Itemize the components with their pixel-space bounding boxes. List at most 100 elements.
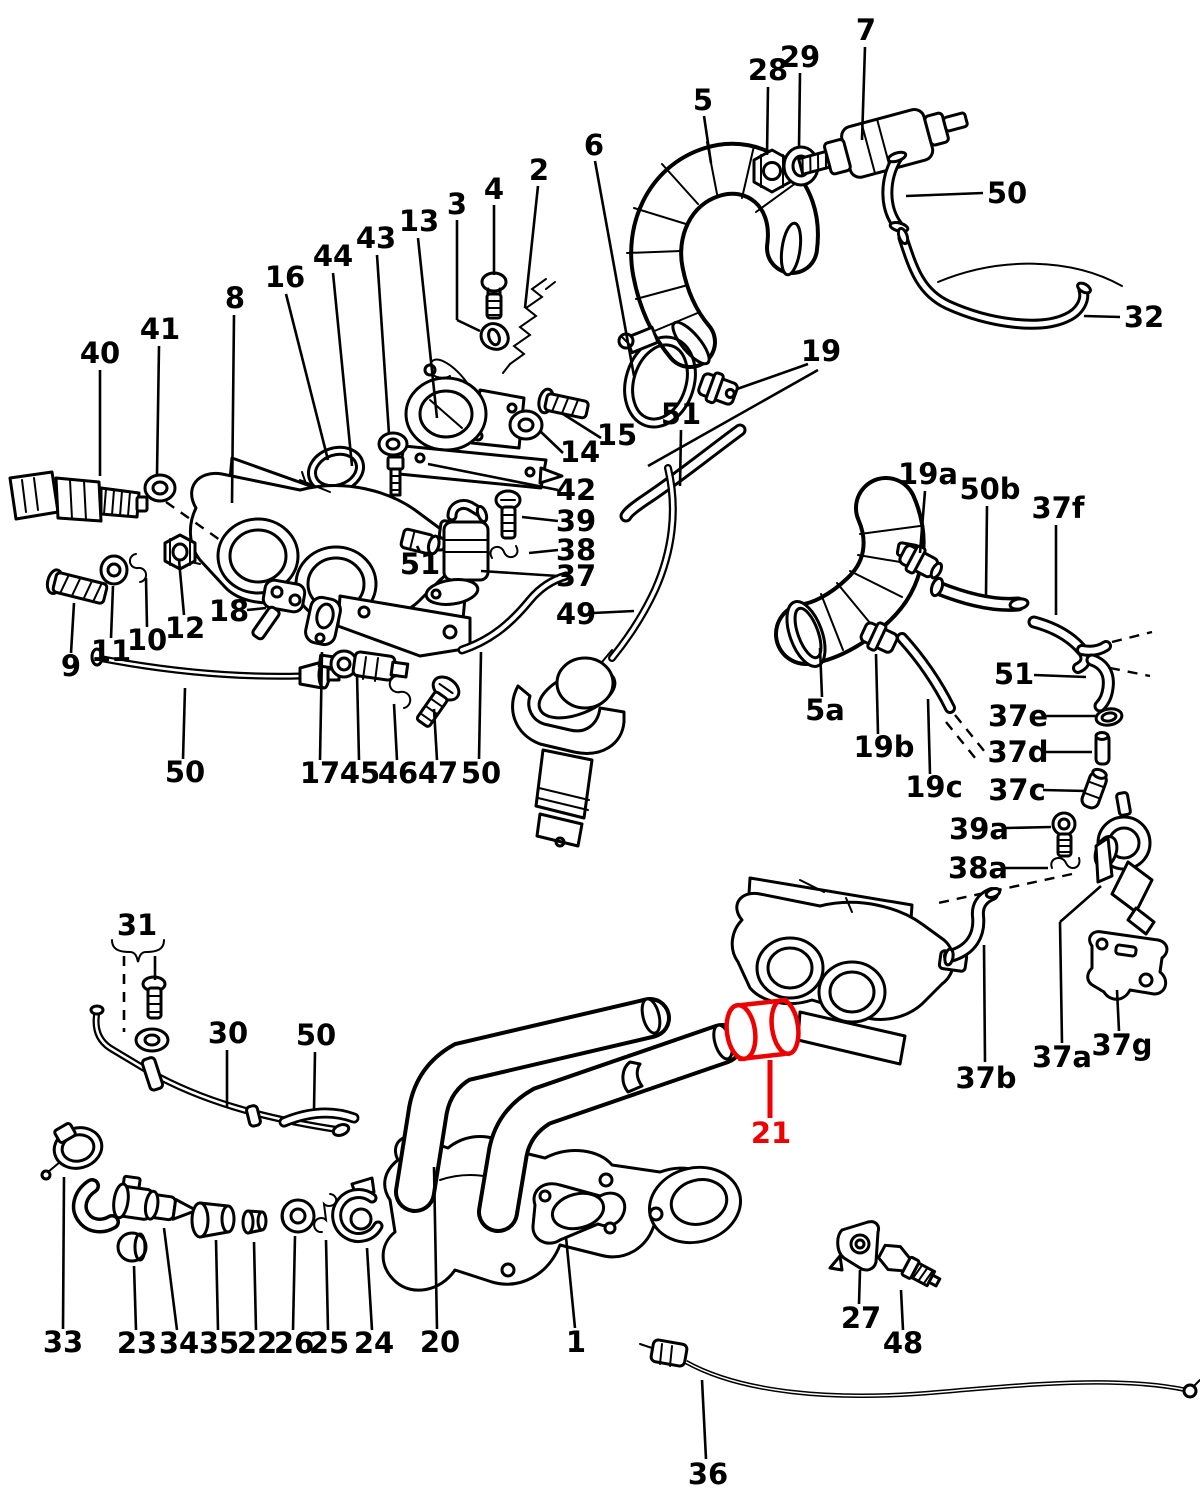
part-label-17[interactable]: 17 xyxy=(300,756,340,790)
part-label-12[interactable]: 12 xyxy=(165,611,205,645)
part-label-24[interactable]: 24 xyxy=(354,1326,394,1360)
part-label-37c[interactable]: 37c xyxy=(988,773,1046,807)
part-label-43[interactable]: 43 xyxy=(356,221,396,255)
part-label-16[interactable]: 16 xyxy=(265,260,305,294)
part-label-35[interactable]: 35 xyxy=(199,1326,239,1360)
part-label-6[interactable]: 6 xyxy=(584,128,604,162)
highlighted-sleeve-21-drawing[interactable] xyxy=(723,997,801,1062)
part-label-49[interactable]: 49 xyxy=(556,597,596,631)
throttle-body-13-drawing xyxy=(397,358,564,490)
hose-49-drawing xyxy=(608,464,677,662)
part-label-47[interactable]: 47 xyxy=(418,756,458,790)
part-label-42[interactable]: 42 xyxy=(556,473,596,507)
part-label-50-top-right[interactable]: 50 xyxy=(987,176,1027,210)
part-label-19a[interactable]: 19a xyxy=(898,457,958,491)
leader-line-22 xyxy=(252,1241,258,1331)
leader-line-15 xyxy=(562,412,602,440)
bracket-37g-drawing xyxy=(1086,930,1169,1001)
leader-line-37a xyxy=(1059,885,1102,923)
part-label-37b[interactable]: 37b xyxy=(955,1061,1016,1095)
part-label-51-right[interactable]: 51 xyxy=(994,657,1034,691)
part-label-21-highlighted[interactable]: 21 xyxy=(751,1116,791,1150)
part-label-31[interactable]: 31 xyxy=(117,908,157,942)
leader-line-6 xyxy=(593,160,636,377)
part-label-48[interactable]: 48 xyxy=(883,1326,923,1360)
leader-line-17 xyxy=(318,651,324,761)
leader-line-28 xyxy=(765,86,770,156)
part-label-39[interactable]: 39 xyxy=(556,504,596,538)
leader-line-16 xyxy=(284,293,330,461)
part-label-45[interactable]: 45 xyxy=(340,756,380,790)
part-label-25[interactable]: 25 xyxy=(309,1326,349,1360)
part-label-33[interactable]: 33 xyxy=(43,1325,83,1359)
part-label-11[interactable]: 11 xyxy=(91,634,131,668)
part-label-44[interactable]: 44 xyxy=(313,239,353,273)
part-label-37d[interactable]: 37d xyxy=(987,735,1048,769)
elbow-hose-51-right-drawing xyxy=(1085,653,1115,713)
part-label-18[interactable]: 18 xyxy=(209,594,249,628)
part-label-39a[interactable]: 39a xyxy=(949,812,1009,846)
seal-26-drawing xyxy=(280,1198,316,1234)
part-label-32[interactable]: 32 xyxy=(1124,300,1164,334)
part-label-51-top-center[interactable]: 51 xyxy=(661,397,701,431)
part-label-15[interactable]: 15 xyxy=(597,418,637,452)
leader-line-14 xyxy=(539,430,564,454)
part-label-14[interactable]: 14 xyxy=(560,435,600,469)
leader-line-39a xyxy=(1005,825,1052,830)
part-label-37a[interactable]: 37a xyxy=(1032,1040,1092,1074)
exploded-view-artwork xyxy=(8,108,1200,1399)
part-label-37g[interactable]: 37g xyxy=(1091,1028,1152,1062)
part-label-5a[interactable]: 5a xyxy=(805,693,845,727)
part-label-19c[interactable]: 19c xyxy=(905,770,963,804)
part-label-8[interactable]: 8 xyxy=(225,281,245,315)
part-label-50-mid[interactable]: 50 xyxy=(461,756,501,790)
part-label-7[interactable]: 7 xyxy=(856,13,876,47)
part-label-4[interactable]: 4 xyxy=(484,172,504,206)
part-label-50b[interactable]: 50b xyxy=(959,472,1020,506)
part-label-37f[interactable]: 37f xyxy=(1032,491,1085,525)
tube-37c-drawing xyxy=(1080,767,1108,810)
part-label-5[interactable]: 5 xyxy=(693,83,713,117)
leader-line-45 xyxy=(355,673,361,761)
part-label-10[interactable]: 10 xyxy=(127,623,167,657)
part-label-28[interactable]: 28 xyxy=(748,53,788,87)
part-label-23[interactable]: 23 xyxy=(117,1326,157,1360)
part-label-22[interactable]: 22 xyxy=(237,1326,277,1360)
part-label-38a[interactable]: 38a xyxy=(948,851,1008,885)
corrugated-elbow-5a-drawing xyxy=(774,476,926,668)
part-label-50-bottom[interactable]: 50 xyxy=(296,1018,336,1052)
nut-28-drawing xyxy=(752,148,792,194)
seal-washer-41-drawing xyxy=(143,473,221,541)
part-label-20[interactable]: 20 xyxy=(420,1325,460,1359)
sensor-cable-36-drawing xyxy=(639,1338,1200,1399)
tube-37d-drawing xyxy=(1094,731,1111,766)
part-label-9[interactable]: 9 xyxy=(61,649,81,683)
part-label-30[interactable]: 30 xyxy=(208,1016,248,1050)
part-label-37e[interactable]: 37e xyxy=(988,699,1048,733)
leader-line-7 xyxy=(860,46,867,141)
part-label-27[interactable]: 27 xyxy=(841,1301,881,1335)
part-label-26[interactable]: 26 xyxy=(274,1326,314,1360)
part-label-3[interactable]: 3 xyxy=(447,187,467,221)
gasket-ring-16-drawing xyxy=(307,445,365,495)
part-label-19[interactable]: 19 xyxy=(801,334,841,368)
part-label-38[interactable]: 38 xyxy=(556,533,596,567)
part-label-50-left[interactable]: 50 xyxy=(165,755,205,789)
part-label-34[interactable]: 34 xyxy=(159,1326,199,1360)
leader-line-26 xyxy=(291,1235,297,1331)
part-label-19b[interactable]: 19b xyxy=(853,730,914,764)
hose-clamp-6-drawing xyxy=(617,325,697,429)
part-label-37[interactable]: 37 xyxy=(556,559,596,593)
part-label-1[interactable]: 1 xyxy=(566,1325,586,1359)
part-label-29[interactable]: 29 xyxy=(780,40,820,74)
holder-24-drawing xyxy=(331,1176,384,1243)
part-label-13[interactable]: 13 xyxy=(399,204,439,238)
leader-line-5 xyxy=(702,115,713,164)
part-label-41[interactable]: 41 xyxy=(140,312,180,346)
part-label-51-left[interactable]: 51 xyxy=(400,547,440,581)
part-label-36[interactable]: 36 xyxy=(688,1457,728,1491)
part-label-46[interactable]: 46 xyxy=(378,756,418,790)
part-label-40[interactable]: 40 xyxy=(80,336,120,370)
part-label-2[interactable]: 2 xyxy=(529,153,549,187)
fitting-19b-drawing xyxy=(859,621,899,654)
